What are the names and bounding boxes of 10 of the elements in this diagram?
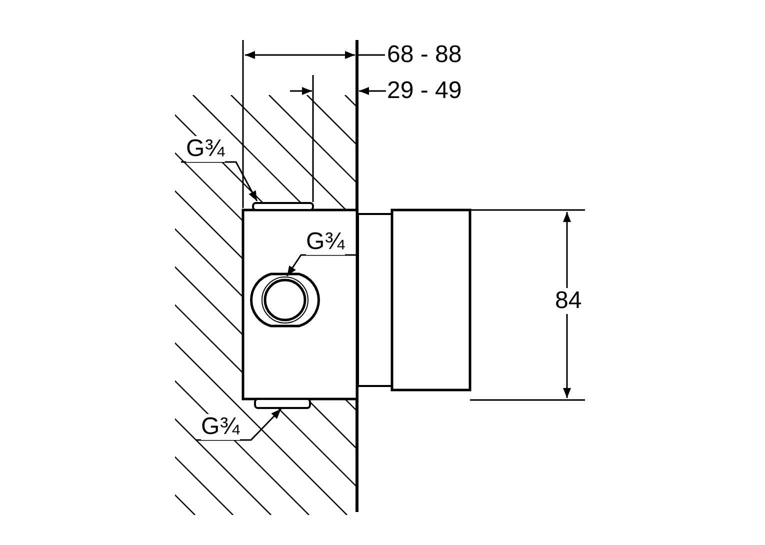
- leader-line: [196, 408, 282, 441]
- dimension-value: 84: [555, 288, 582, 314]
- leader-line: [181, 161, 258, 202]
- top-port: [252, 202, 314, 211]
- thread-size-label: G¾: [201, 414, 240, 440]
- thread-size-label: G¾: [186, 136, 225, 162]
- bottom-port: [254, 398, 311, 409]
- leader-line: [286, 254, 356, 276]
- outlet-port: [250, 272, 320, 328]
- thread-size-label: G¾: [306, 229, 345, 255]
